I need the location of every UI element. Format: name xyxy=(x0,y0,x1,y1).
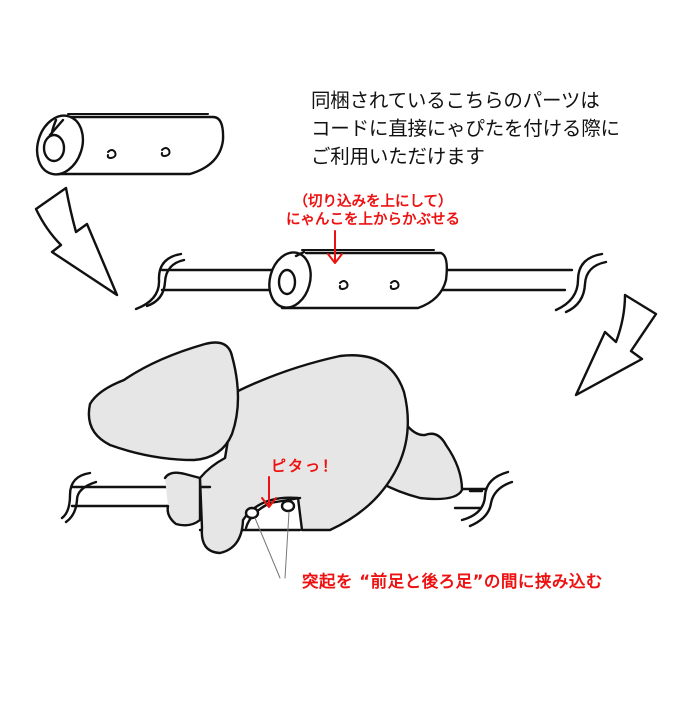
cat-on-cord xyxy=(60,341,514,579)
intro-line: 同梱されているこちらのパーツは xyxy=(311,89,600,112)
cord-with-part xyxy=(134,249,608,314)
cord-holder-part xyxy=(35,113,225,176)
note-snap: ピタっ！ xyxy=(271,457,340,475)
note-bumps: 突起を “前足と後ろ足”の間に挟み込む xyxy=(302,572,603,591)
lightning-arrow-icon xyxy=(34,186,119,297)
red-arrow-slit-icon xyxy=(327,230,343,264)
note-slit-line: にゃんこを上からかぶせる xyxy=(286,212,460,228)
red-arrow-snap-icon xyxy=(261,476,277,508)
intro-line: コードに直接にゃぴたを付ける際に xyxy=(311,117,620,140)
intro-line: ご利用いただけます xyxy=(311,145,485,168)
note-slit: （切り込みを上にして） にゃんこを上からかぶせる xyxy=(258,193,488,229)
note-slit-line: （切り込みを上にして） xyxy=(293,194,453,210)
lightning-arrow-icon xyxy=(574,293,658,397)
intro-text: 同梱されているこちらのパーツは コードに直接にゃぴたを付ける際に ご利用いただけ… xyxy=(311,87,620,171)
